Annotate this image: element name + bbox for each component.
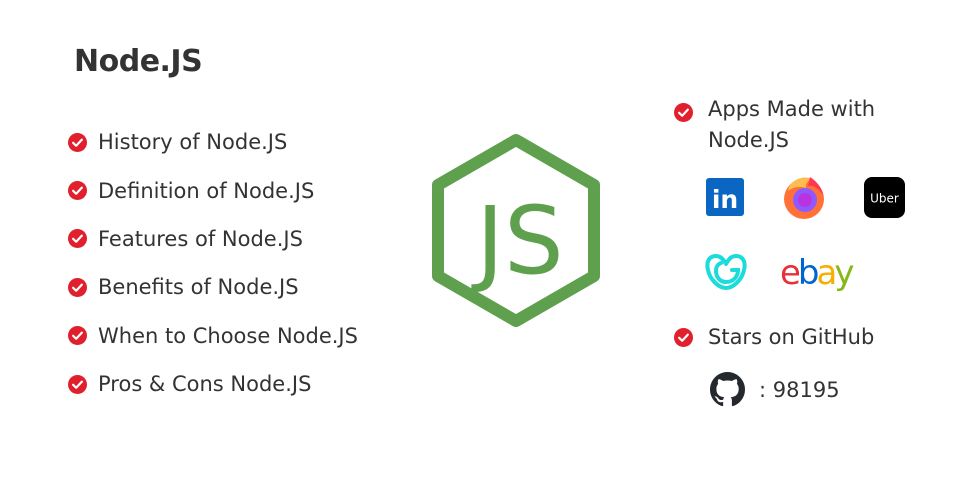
- ebay-letter-a: a: [817, 253, 835, 293]
- nodejs-hexagon-icon: JS: [432, 134, 600, 327]
- list-item: Benefits of Node.JS: [68, 263, 358, 311]
- github-icon: [710, 372, 745, 407]
- check-circle-icon: [68, 326, 87, 345]
- topic-label: Benefits of Node.JS: [98, 275, 299, 300]
- check-circle-icon: [68, 375, 87, 394]
- uber-text: Uber: [870, 192, 899, 206]
- firefox-icon: [784, 177, 824, 219]
- topic-list: History of Node.JS Definition of Node.JS…: [68, 118, 358, 408]
- check-circle-icon: [674, 328, 693, 347]
- list-item: Pros & Cons Node.JS: [68, 360, 358, 408]
- check-circle-icon: [68, 133, 87, 152]
- topic-label: Pros & Cons Node.JS: [98, 372, 312, 397]
- apps-section: Apps Made with Node.JS: [674, 94, 964, 156]
- list-item: When to Choose Node.JS: [68, 312, 358, 360]
- uber-icon: Uber: [864, 177, 905, 218]
- ebay-icon: ebay: [780, 253, 857, 293]
- check-circle-icon: [68, 181, 87, 200]
- ebay-letter-b: b: [798, 253, 818, 293]
- stars-label: Stars on GitHub: [708, 325, 875, 349]
- apps-heading-row: Apps Made with Node.JS: [674, 94, 964, 156]
- github-stars: : 98195: [710, 372, 840, 407]
- linkedin-text: in: [712, 185, 738, 214]
- stars-row: Stars on GitHub: [674, 325, 874, 349]
- check-circle-icon: [68, 278, 87, 297]
- godaddy-icon: [705, 254, 747, 290]
- svg-text:ebay: ebay: [780, 253, 854, 293]
- check-circle-icon: [68, 229, 87, 248]
- github-star-count: : 98195: [759, 377, 840, 402]
- list-item: Definition of Node.JS: [68, 166, 358, 214]
- apps-heading: Apps Made with Node.JS: [708, 97, 876, 152]
- list-item: History of Node.JS: [68, 118, 358, 166]
- topic-label: Features of Node.JS: [98, 226, 303, 251]
- topic-label: When to Choose Node.JS: [98, 323, 358, 348]
- topic-label: History of Node.JS: [98, 130, 288, 155]
- ebay-letter-y: y: [834, 253, 854, 293]
- logo-text: JS: [471, 187, 563, 296]
- ebay-letter-e: e: [780, 253, 800, 293]
- check-circle-icon: [674, 103, 693, 122]
- page-title: Node.JS: [74, 44, 203, 79]
- linkedin-icon: in: [706, 178, 744, 216]
- list-item: Features of Node.JS: [68, 215, 358, 263]
- topic-label: Definition of Node.JS: [98, 178, 315, 203]
